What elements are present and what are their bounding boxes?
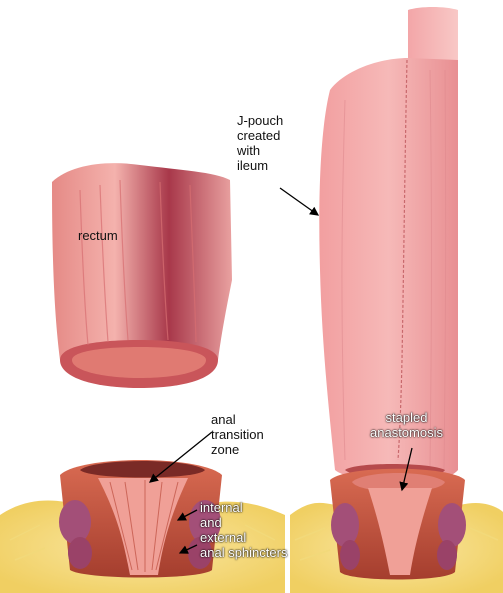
atz-line-1: anal — [211, 412, 264, 427]
sph-line-3: external — [200, 530, 287, 545]
rectum-illustration — [52, 163, 232, 388]
sph-line-1: internal — [200, 500, 287, 515]
atz-line-2: transition — [211, 427, 264, 442]
label-j-pouch: J-pouch created with ileum — [237, 113, 283, 173]
j-pouch-line-2: created — [237, 128, 283, 143]
j-pouch-line-4: ileum — [237, 158, 283, 173]
anast-line-1: stapled — [370, 410, 443, 425]
right-sphincter-section — [290, 469, 503, 593]
label-rectum: rectum — [78, 228, 118, 243]
j-pouch-line-3: with — [237, 143, 283, 158]
j-pouch-arrow — [280, 188, 318, 215]
sph-line-4: anal sphincters — [200, 545, 287, 560]
label-stapled-anastomosis: stapled anastomosis — [370, 410, 443, 440]
sph-line-2: and — [200, 515, 287, 530]
j-pouch-line-1: J-pouch — [237, 113, 283, 128]
atz-line-3: zone — [211, 442, 264, 457]
label-anal-transition-zone: anal transition zone — [211, 412, 264, 457]
anast-line-2: anastomosis — [370, 425, 443, 440]
label-sphincters: internal and external anal sphincters — [200, 500, 287, 560]
